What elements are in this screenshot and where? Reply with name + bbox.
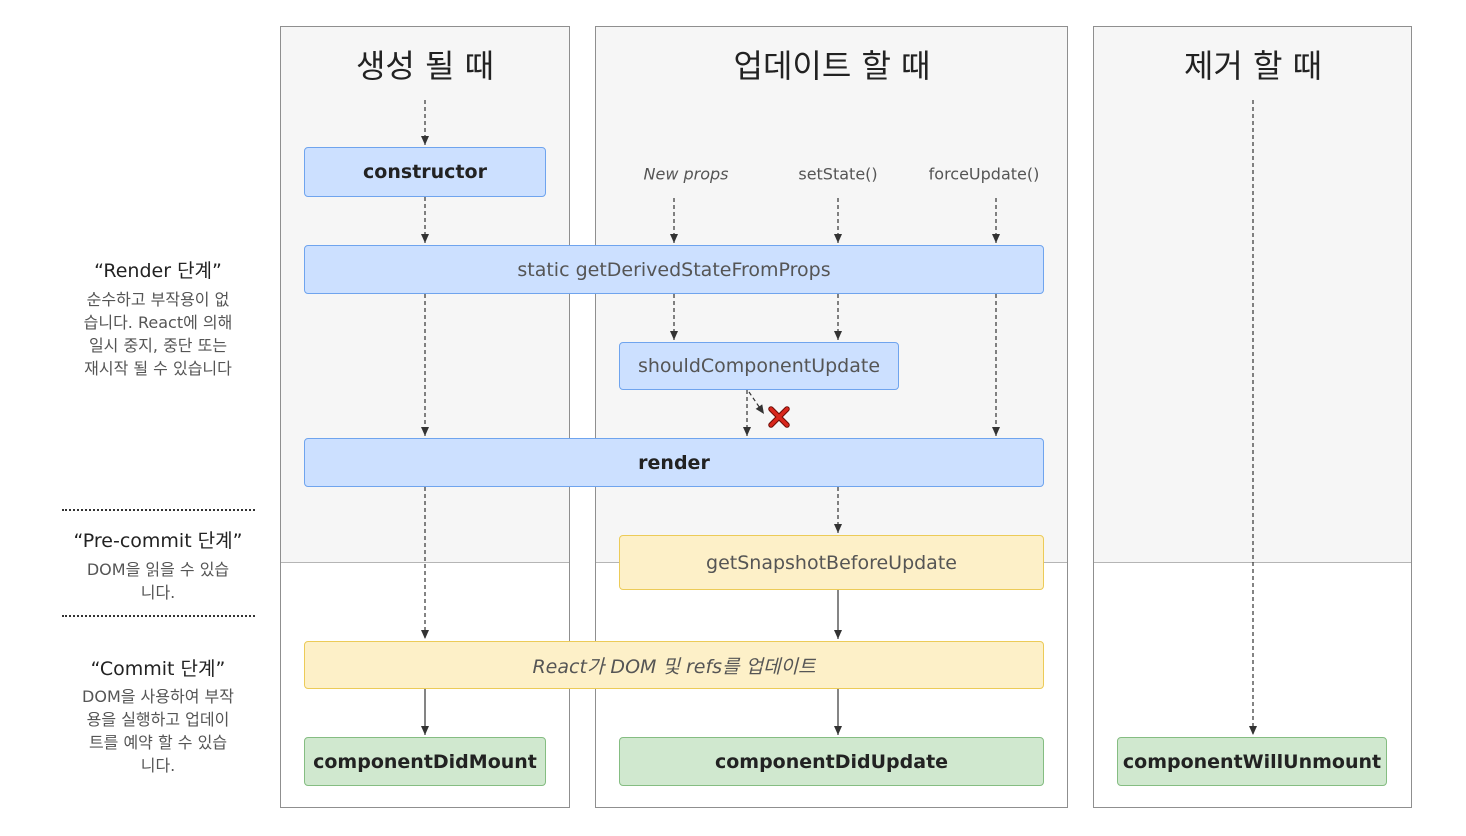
phase-desc-line: 일시 중지, 중단 또는 [88,336,228,355]
phase-desc-commit: DOM을 사용하여 부작 용을 실행하고 업데이 트를 예약 할 수 있습 니다… [68,685,248,777]
phase-divider [281,562,569,563]
react-updates-dom-box: React가 DOM 및 refs를 업데이트 [304,641,1044,689]
trigger-new-props: New props [643,164,729,184]
phase-desc-line: DOM을 읽을 수 있습 [86,560,230,579]
phase-desc-line: 재시작 될 수 있습니다 [84,359,232,378]
phase-desc-line: 니다. [140,756,176,775]
phase-separator [62,615,255,617]
component-did-mount-box: componentDidMount [304,737,546,786]
trigger-set-state: setState() [798,164,878,184]
column-title-unmounting: 제거 할 때 [1183,47,1323,85]
column-title-mounting: 생성 될 때 [355,47,495,85]
get-derived-state-box: static getDerivedStateFromProps [304,245,1044,294]
phase-desc-line: 트를 예약 할 수 있습 [88,733,228,752]
arrow-should-update-to-stop [748,391,765,415]
phase-desc-line: 순수하고 부작용이 없 [86,290,230,309]
phase-title-render: “Render 단계” [94,260,222,282]
phase-separator [62,509,255,511]
phase-title-commit: “Commit 단계” [90,658,226,680]
cross-icon [768,406,790,428]
column-title-updating: 업데이트 할 때 [733,47,931,85]
phase-desc-precommit: DOM을 읽을 수 있습 니다. [68,558,248,604]
component-will-unmount-box: componentWillUnmount [1117,737,1387,786]
snapshot-box: getSnapshotBeforeUpdate [619,535,1044,590]
constructor-box: constructor [304,147,546,197]
phase-title-precommit: “Pre-commit 단계” [73,530,243,552]
phase-desc-render: 순수하고 부작용이 없 습니다. React에 의해 일시 중지, 중단 또는 … [68,288,248,380]
should-component-update-box: shouldComponentUpdate [619,342,899,390]
phase-desc-line: 니다. [140,583,176,602]
phase-desc-line: DOM을 사용하여 부작 [82,687,234,706]
phase-desc-line: 습니다. React에 의해 [83,313,233,332]
trigger-force-update: forceUpdate() [928,164,1040,184]
phase-desc-line: 용을 실행하고 업데이 [86,710,230,729]
component-did-update-box: componentDidUpdate [619,737,1044,786]
render-box: render [304,438,1044,487]
